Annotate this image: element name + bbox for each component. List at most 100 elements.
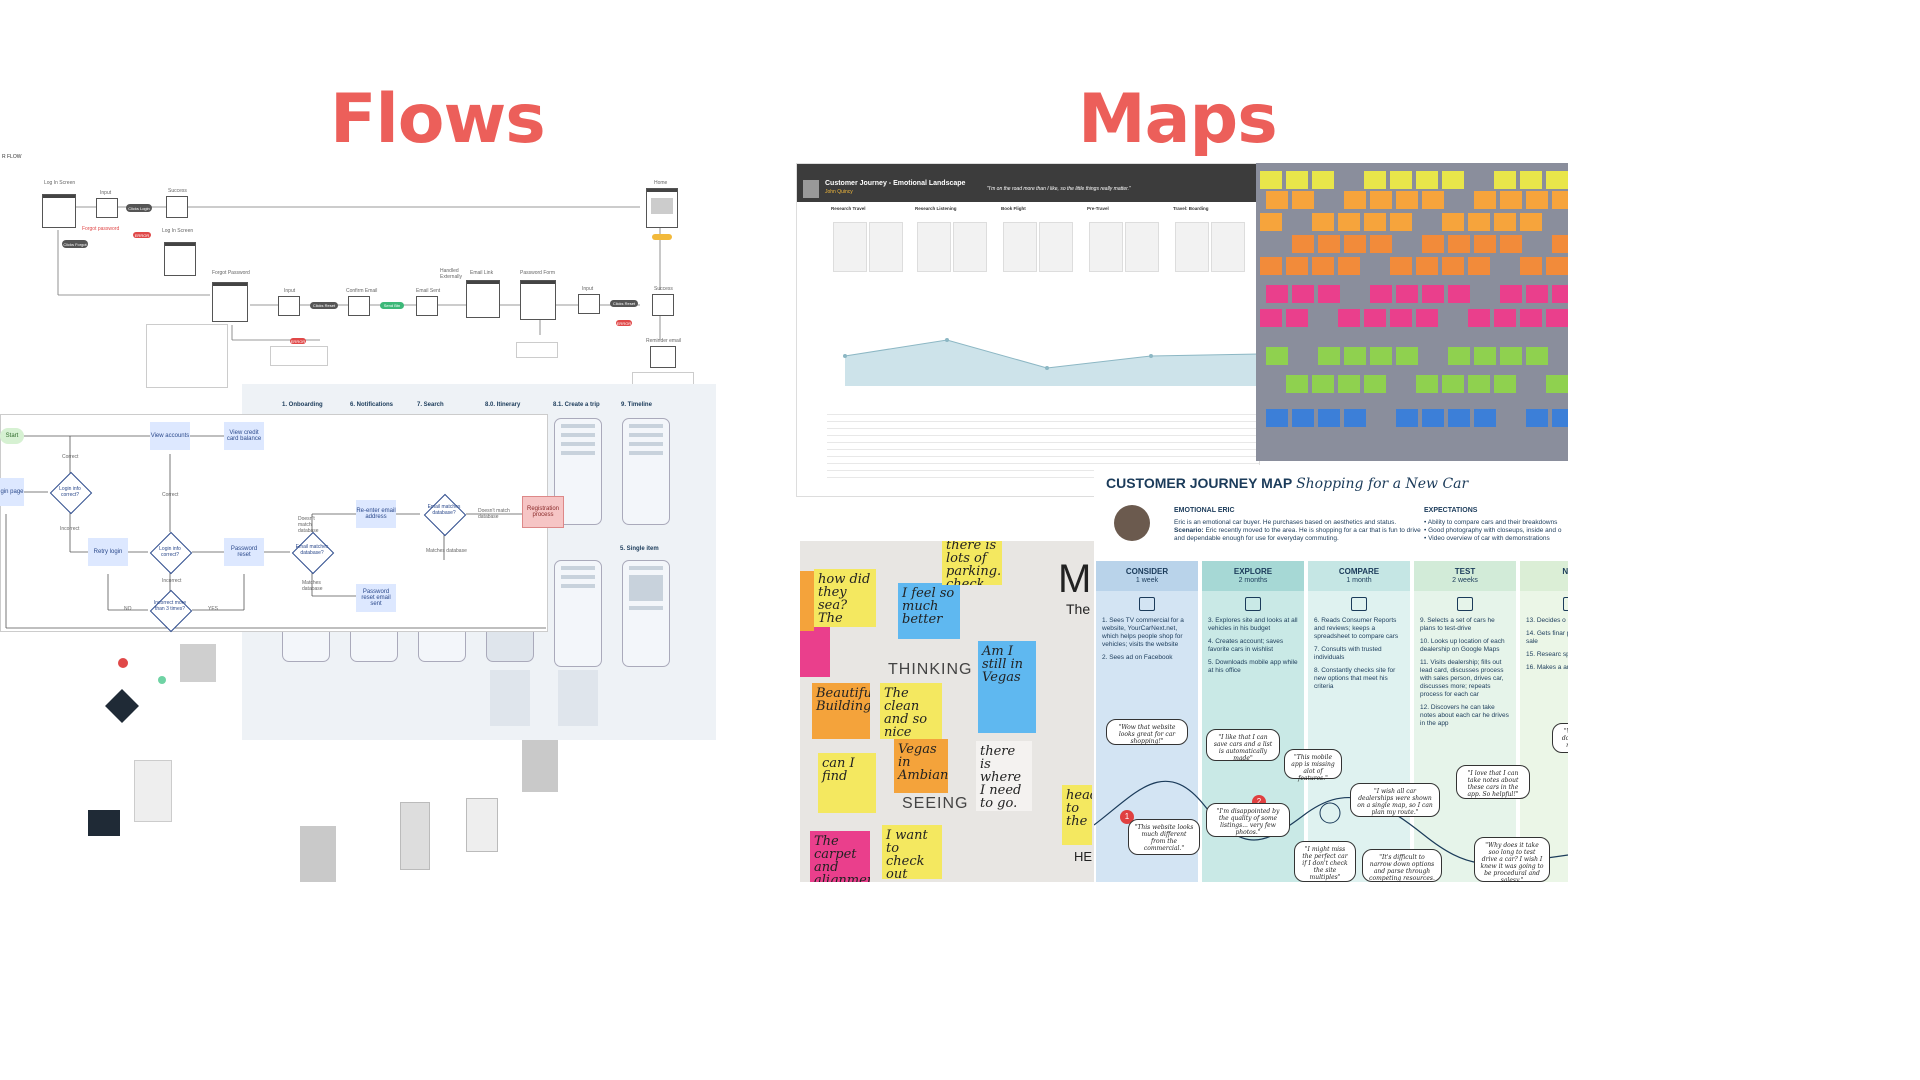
sticky-note: [1390, 213, 1412, 231]
sticky-note: [1422, 409, 1444, 427]
tab-create-trip[interactable]: 8.1. Create a trip: [553, 402, 600, 408]
password-reset-node: Password reset: [224, 538, 264, 566]
handwritten-sticky-note: Beautiful Buildings: [812, 683, 870, 739]
sticky-note: [1312, 375, 1334, 393]
quote-8: "I might miss the perfect car if I don't…: [1294, 841, 1356, 882]
quote-1: "Wow that website looks great for car sh…: [1106, 719, 1188, 745]
device-icon: [1457, 597, 1473, 611]
journey-phase-row: Research Travel Research Listening Book …: [831, 206, 1259, 214]
phase-5: Travel: Boarding: [1173, 206, 1209, 211]
journey-card-5: [1003, 222, 1037, 272]
retry-login-node: Retry login: [88, 538, 128, 566]
flowchart-lines: [5, 435, 546, 629]
sticky-note: [1422, 191, 1444, 209]
tab-notifications[interactable]: 6. Notifications: [350, 402, 394, 408]
customer-journey-map: CUSTOMER JOURNEY MAP Shopping for a New …: [1094, 465, 1568, 882]
journey-card-10: [1211, 222, 1245, 272]
incorrect-label-1: Incorrect: [60, 526, 80, 532]
home-screen: [646, 188, 678, 228]
note-box-2: [270, 346, 328, 366]
sticky-note: [1292, 235, 1314, 253]
sticky-note: [1448, 235, 1470, 253]
no-label: NO: [124, 606, 132, 612]
sticky-note: [1292, 409, 1314, 427]
stage-steps: 6. Reads Consumer Reports and reviews; k…: [1308, 617, 1410, 691]
forgot-password-screen-label: Forgot Password: [212, 270, 250, 276]
sticky-note: [1344, 409, 1366, 427]
journey-header: Customer Journey - Emotional Landscape J…: [797, 164, 1259, 202]
input-box-1: [96, 198, 118, 218]
tab-search[interactable]: 7. Search: [417, 402, 444, 408]
scenario-label: Scenario:: [1174, 527, 1204, 534]
sticky-note: [1364, 309, 1386, 327]
handwritten-sticky-note: there is where I need to go.: [976, 741, 1032, 811]
success-box-2: [652, 294, 674, 316]
wireframe-list-1: [490, 670, 530, 726]
sticky-note: [1468, 213, 1490, 231]
clicks-forgot-pill: Clicks Forgot: [62, 240, 88, 248]
sticky-note: [1552, 285, 1568, 303]
sticky-note: [1260, 309, 1282, 327]
sticky-note: [1260, 213, 1282, 231]
wireframe-tabs: 1. Onboarding 6. Notifications 7. Search…: [282, 402, 712, 412]
sticky-note: [1416, 257, 1438, 275]
sticky-note: [1370, 347, 1392, 365]
m-letter: M: [1058, 557, 1092, 601]
handwritten-sticky-note: Am I still in Vegas: [978, 641, 1036, 733]
email-matches-text-1: Email matches database?: [295, 544, 329, 556]
quote-9: "It's difficult to narrow down options a…: [1362, 849, 1442, 882]
stage-duration: 1 month: [1346, 577, 1372, 584]
dark-note: [88, 810, 120, 836]
persona-text: Eric is an emotional car buyer. He purch…: [1174, 519, 1397, 526]
sticky-note: [1416, 171, 1438, 189]
sticky-note: [1468, 309, 1490, 327]
handwritten-sticky-note: Vegas in Ambiance: [894, 739, 948, 793]
login-screen-label: Log In Screen: [44, 180, 76, 186]
stage-duration: 2 weeks: [1452, 577, 1478, 584]
the-label: The: [1066, 601, 1091, 617]
input-label-2: Input: [284, 288, 296, 294]
quote-4: "I wish all car dealerships were shown o…: [1350, 783, 1440, 817]
phase-2: Research Listening: [915, 206, 957, 211]
sticky-note: [1448, 409, 1470, 427]
thinking-label: THINKING: [888, 661, 973, 678]
input-label-3: Input: [582, 286, 594, 292]
sticky-note: [1546, 257, 1568, 275]
sticky-note: [1344, 347, 1366, 365]
reminder-email-box: [650, 346, 676, 368]
sticky-note: [1494, 309, 1516, 327]
sticky-note: [1468, 257, 1490, 275]
login-screen-1: [42, 194, 76, 228]
sticky-note: [1344, 191, 1366, 209]
journey-card-3: [917, 222, 951, 272]
journey-quote: "I'm on the road more than I like, so th…: [987, 186, 1131, 192]
device-icon: [1563, 597, 1568, 611]
tab-itinerary[interactable]: 8.0. Itinerary: [485, 402, 521, 408]
tab-onboarding[interactable]: 1. Onboarding: [282, 402, 323, 408]
sticky-note: [1526, 285, 1548, 303]
decision-diamond-dark: [105, 689, 139, 723]
confirm-email-box: [348, 296, 370, 316]
login-page-node: gin page: [0, 478, 24, 506]
sticky-note: [1422, 285, 1444, 303]
journey-stage-neg: NEG13. Decides o14. Gets finar price, mo…: [1520, 561, 1568, 882]
phone-wireframe-3: [554, 560, 602, 667]
journey-title: Customer Journey - Emotional Landscape: [825, 180, 966, 187]
tab-timeline[interactable]: 9. Timeline: [621, 402, 652, 408]
sticky-note: [1468, 375, 1490, 393]
handwritten-sticky-note: The clean and so nice: [880, 683, 942, 739]
sticky-note: [1474, 235, 1496, 253]
handwritten-sticky-note: can I find: [818, 753, 876, 813]
sticky-note: [1526, 409, 1548, 427]
stage-steps: 13. Decides o14. Gets finar price, mon f…: [1520, 617, 1568, 672]
quote-6: "This website looks much different from …: [1128, 819, 1200, 855]
sticky-note: [1312, 213, 1334, 231]
sticky-note: [1500, 235, 1522, 253]
sticky-note: [1266, 347, 1288, 365]
stage-duration: 1 week: [1135, 577, 1159, 584]
matches-database-label-2: Matches database: [426, 548, 467, 554]
sticky-note: [1260, 171, 1282, 189]
